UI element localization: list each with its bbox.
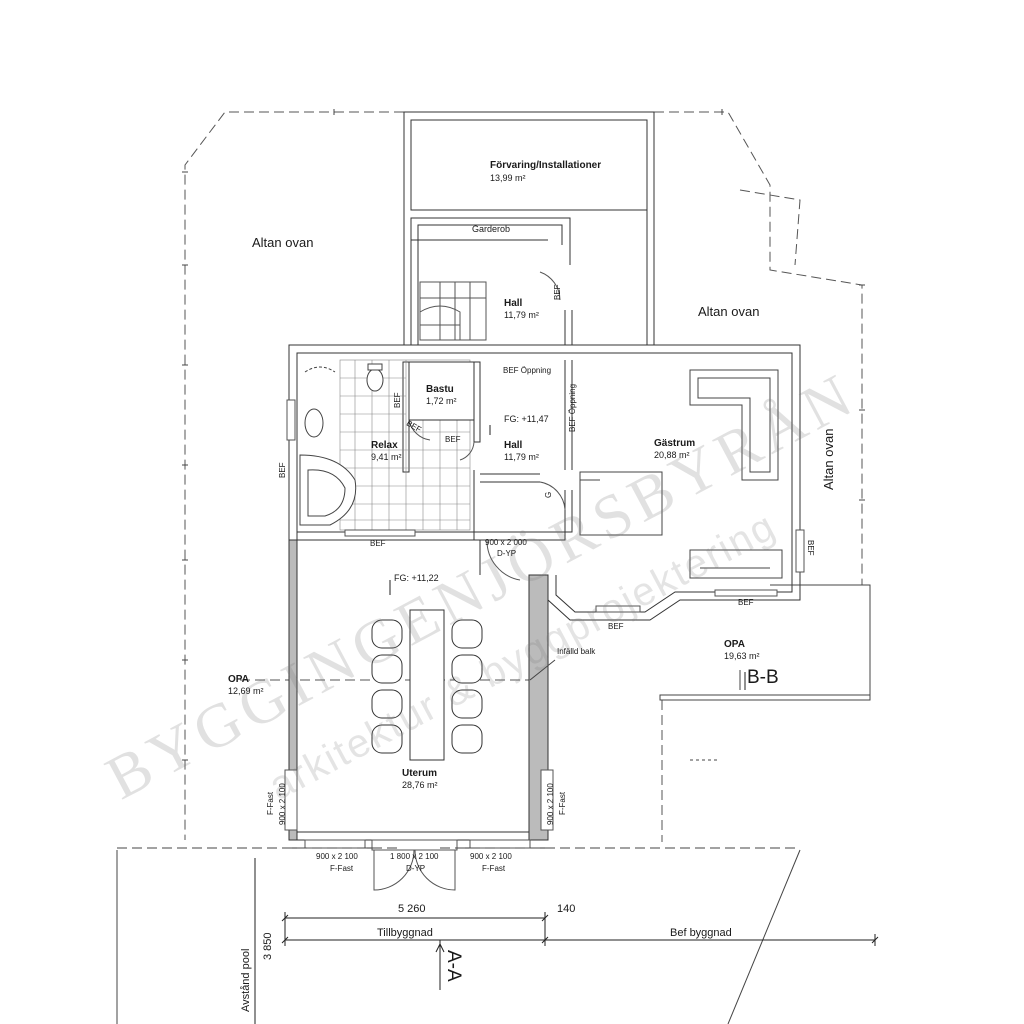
bef-guest-window: BEF [738, 598, 754, 607]
room-bastu-area: 1,72 m² [426, 396, 457, 406]
altan-right-label: Altan ovan [698, 304, 760, 319]
altan-side-label: Altan ovan [821, 428, 836, 490]
staircase [419, 281, 487, 341]
fg-upper-level: FG: +11,47 [504, 414, 549, 424]
dimension-avstand-pool: Avstånd pool [240, 948, 252, 1012]
opa-terrace [659, 584, 871, 761]
door-type-hall: D-YP [497, 549, 517, 558]
room-garderob-name: Garderob [472, 224, 511, 234]
bef-oppning-upper: BEF Öppning [503, 366, 552, 375]
room-opa-right-area: 19,63 m² [724, 651, 760, 661]
room-hall-lower-name: Hall [504, 440, 523, 451]
dimension-5260: 5 260 [398, 903, 426, 915]
door-size-hall: 900 x 2 000 [485, 538, 527, 547]
entrance-door-size: 1 800 x 2 100 [390, 852, 439, 861]
room-hall-lower-area: 11,79 m² [504, 452, 539, 462]
dining-table [371, 609, 483, 761]
room-opa-left-name: OPA [228, 674, 249, 685]
bathroom-fixtures [299, 363, 384, 526]
room-bastu-name: Bastu [426, 384, 454, 395]
bef-oppning-vertical: BEF Öppning [568, 383, 577, 432]
window-bottom-left-size: 900 x 2 100 [316, 852, 358, 861]
entrance-door-type: D-YP [406, 864, 426, 873]
window-left-size: 900 x 2 100 [278, 783, 287, 825]
window-left-type: F-Fast [266, 791, 275, 815]
fg-lower-level: FG: +11,22 [394, 573, 439, 583]
bef-hall-door: BEF [445, 435, 461, 444]
door-g-label: G [544, 491, 553, 498]
room-relax-name: Relax [371, 440, 398, 451]
bef-left-window: BEF [278, 462, 287, 478]
walls-main [288, 344, 801, 541]
guest-furniture [579, 369, 783, 579]
window-bottom-left-type: F-Fast [330, 864, 354, 873]
room-gastrum-name: Gästrum [654, 438, 696, 449]
room-uterum-name: Uterum [402, 768, 438, 779]
window-bottom-right-size: 900 x 2 100 [470, 852, 512, 861]
room-hall-upper-area: 11,79 m² [504, 310, 539, 320]
altan-left-label: Altan ovan [252, 235, 314, 250]
dimension-bef-byggnad: Bef byggnad [670, 927, 732, 939]
window-bottom-right-type: F-Fast [482, 864, 506, 873]
bef-bay-window: BEF [608, 622, 624, 631]
room-hall-upper-name: Hall [504, 298, 523, 309]
bef-door-upper: BEF [553, 284, 562, 300]
sauna [408, 361, 475, 421]
section-bb-label: B-B [747, 667, 779, 688]
bef-sauna: BEF [393, 392, 402, 408]
dimension-tillbyggnad: Tillbyggnad [377, 927, 433, 939]
room-forvaring-area: 13,99 m² [490, 173, 526, 183]
bef-side-window: BEF [806, 540, 815, 556]
dimension-140: 140 [557, 903, 576, 915]
bef-relax-window: BEF [370, 539, 386, 548]
section-aa-label: A-A [443, 950, 464, 982]
room-relax-area: 9,41 m² [371, 452, 402, 462]
window-right-type: F-Fast [558, 791, 567, 815]
room-forvaring-name: Förvaring/Installationer [490, 160, 602, 171]
window-right-size: 900 x 2 100 [546, 783, 555, 825]
room-opa-right-name: OPA [724, 639, 745, 650]
room-gastrum-area: 20,88 m² [654, 450, 690, 460]
room-opa-left-area: 12,69 m² [228, 686, 264, 696]
room-uterum-area: 28,76 m² [402, 780, 438, 790]
infalld-balk-label: Infälld balk [557, 647, 596, 656]
dimension-3850: 3 850 [262, 932, 274, 960]
dimension-lines [254, 858, 879, 1024]
